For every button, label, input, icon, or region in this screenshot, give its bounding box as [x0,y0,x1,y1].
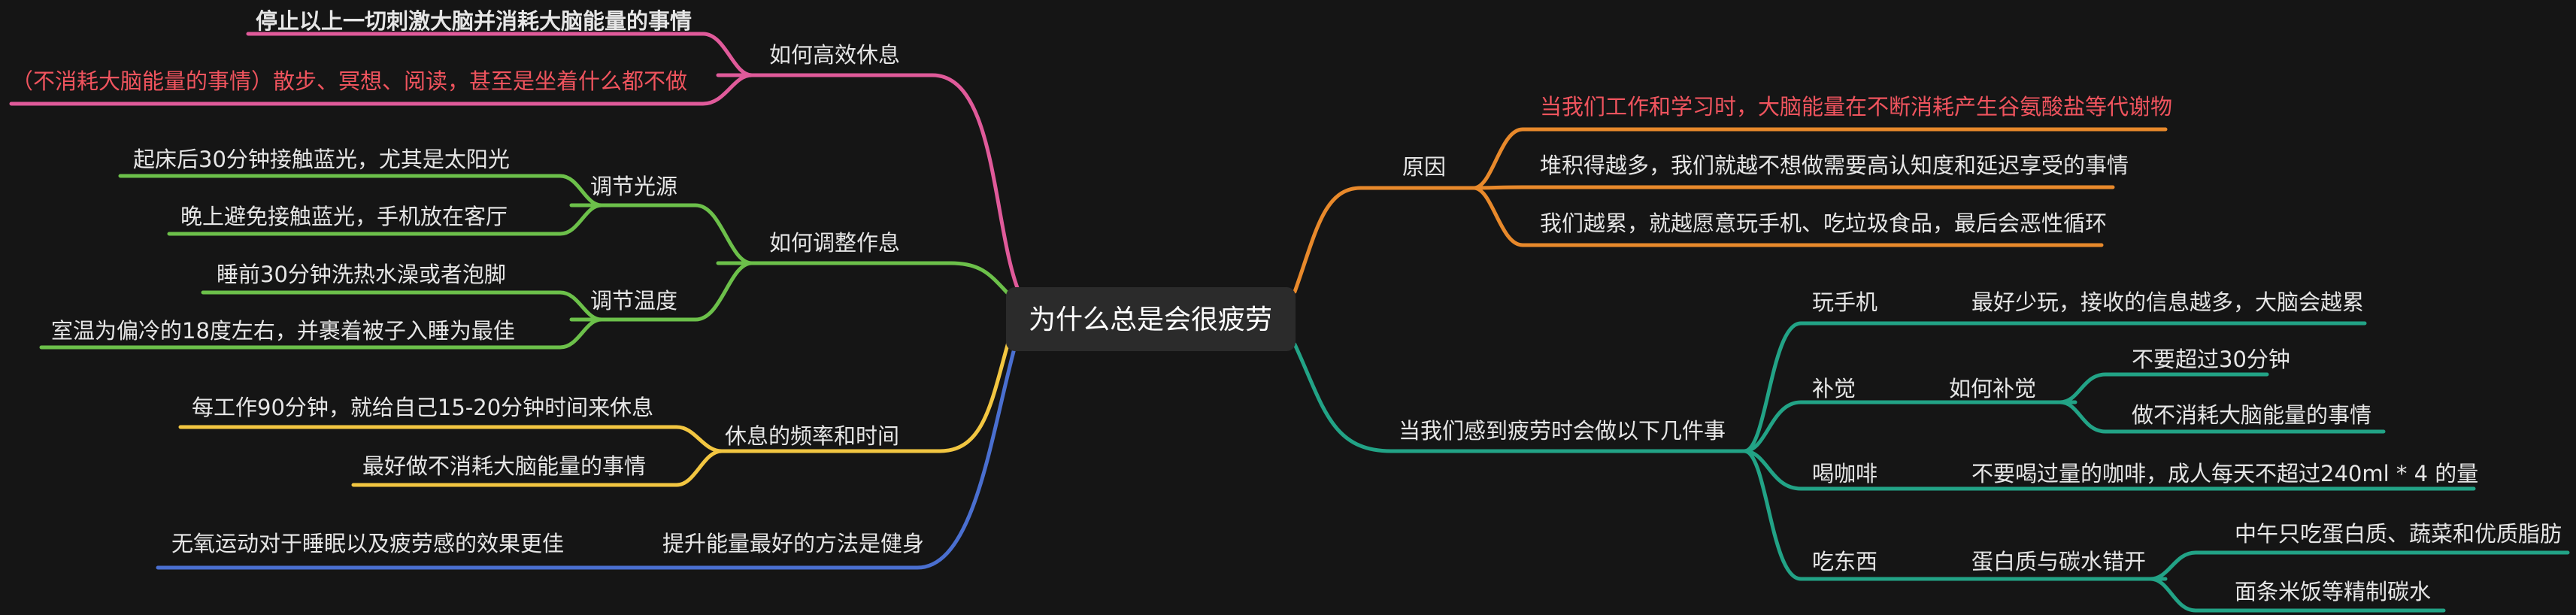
frequency-item-2[interactable]: 最好做不消耗大脑能量的事情 [362,453,646,479]
light-item-1[interactable]: 起床后30分钟接触蓝光，尤其是太阳光 [133,147,510,172]
eat-label[interactable]: 吃东西 [1812,549,1877,574]
branch-cause: 原因 当我们工作和学习时，大脑能量在不断消耗产生谷氨酸盐等代谢物 堆积得越多，我… [1402,94,2172,236]
sleep-sub-label[interactable]: 如何补觉 [1949,376,2036,401]
connector-eat-item-2 [2148,577,2446,613]
connectors-left [9,32,1021,570]
branch-tired-label[interactable]: 当我们感到疲劳时会做以下几件事 [1399,418,1726,444]
connector-light [569,203,754,265]
eat-item-2[interactable]: 面条米饭等精制碳水 [2235,579,2431,604]
sleep-label[interactable]: 补觉 [1812,376,1856,401]
branch-frequency-label[interactable]: 休息的频率和时间 [725,423,899,449]
root-box [1006,287,1296,351]
connector-sleep [1742,400,1897,453]
temp-label[interactable]: 调节温度 [590,288,677,314]
branch-schedule-label[interactable]: 如何调整作息 [769,230,900,256]
sleep-item-2[interactable]: 做不消耗大脑能量的事情 [2132,402,2371,428]
connector-temp-item-2 [39,317,604,350]
connector-frequency [716,323,1016,453]
cause-item-2[interactable]: 堆积得越多，我们就越不想做需要高认知度和延迟享受的事情 [1540,153,2129,178]
connector-light-item-2 [167,203,604,236]
connector-coffee [1742,449,1897,491]
connector-frequency-item-1 [178,425,724,453]
connector-cause-item-1 [1471,127,2168,190]
light-item-2[interactable]: 晚上避免接触蓝光，手机放在客厅 [180,204,508,229]
connector-eat-item-1 [2148,550,2570,581]
connector-light-item-1 [118,174,604,208]
branch-exercise: 提升能量最好的方法是健身 无氧运动对于睡眠以及疲劳感的效果更佳 [171,531,924,556]
eat-item-1[interactable]: 中午只吃蛋白质、蔬菜和优质脂肪 [2235,521,2562,547]
root-node[interactable]: 为什么总是会很疲劳 [1006,287,1296,351]
coffee-label[interactable]: 喝咖啡 [1812,461,1877,486]
connector-cause [1293,186,1476,294]
connector-rest-item-2 [9,73,754,106]
exercise-item[interactable]: 无氧运动对于睡眠以及疲劳感的效果更佳 [171,531,564,556]
branch-exercise-label[interactable]: 提升能量最好的方法是健身 [662,531,924,556]
connector-eat [1742,449,1897,581]
connector-exercise [156,330,1021,570]
sleep-item-1[interactable]: 不要超过30分钟 [2132,347,2290,372]
connector-schedule [716,261,1016,301]
branch-rest-label[interactable]: 如何高效休息 [769,42,900,68]
connectors-right [1293,127,2570,613]
connector-sleep-item-1 [2058,372,2269,404]
frequency-item-1[interactable]: 每工作90分钟，就给自己15-20分钟时间来休息 [192,395,653,420]
connector-sleep-item-2 [2058,400,2386,434]
branch-tired: 当我们感到疲劳时会做以下几件事 玩手机 最好少玩，接收的信息越多，大脑会越累 补… [1399,289,2562,604]
connector-tired [1293,342,1747,453]
branch-cause-label[interactable]: 原因 [1402,154,1446,180]
connector-cause-item-3 [1471,186,2104,247]
connector-rest-item-1 [246,32,754,77]
root-title: 为什么总是会很疲劳 [1029,304,1272,335]
rest-item-2[interactable]: （不消耗大脑能量的事情）散步、冥想、阅读，甚至是坐着什么都不做 [11,68,687,94]
connector-frequency-item-2 [351,449,724,487]
temp-item-2[interactable]: 室温为偏冷的18度左右，并裹着被子入睡为最佳 [51,318,515,344]
light-label[interactable]: 调节光源 [590,174,677,199]
connector-rest [716,73,1021,294]
cause-item-1[interactable]: 当我们工作和学习时，大脑能量在不断消耗产生谷氨酸盐等代谢物 [1540,94,2172,120]
coffee-detail[interactable]: 不要喝过量的咖啡，成人每天不超过240ml * 4 的量 [1971,461,2478,486]
connector-temp [569,261,754,322]
connector-temp-item-1 [201,290,604,322]
phone-label[interactable]: 玩手机 [1812,289,1877,315]
eat-sub-label[interactable]: 蛋白质与碳水错开 [1971,549,2146,574]
rest-item-1[interactable]: 停止以上一切刺激大脑并消耗大脑能量的事情 [256,8,692,34]
connector-cause-item-2 [1471,185,2115,190]
temp-item-1[interactable]: 睡前30分钟洗热水澡或者泡脚 [217,262,506,287]
phone-detail[interactable]: 最好少玩，接收的信息越多，大脑会越累 [1971,289,2364,315]
branch-frequency: 休息的频率和时间 每工作90分钟，就给自己15-20分钟时间来休息 最好做不消耗… [192,395,899,479]
cause-item-3[interactable]: 我们越累，就越愿意玩手机、吃垃圾食品，最后会恶性循环 [1540,211,2107,236]
branch-rest: 如何高效休息 停止以上一切刺激大脑并消耗大脑能量的事情 （不消耗大脑能量的事情）… [11,8,900,94]
branch-schedule: 如何调整作息 调节光源 起床后30分钟接触蓝光，尤其是太阳光 晚上避免接触蓝光，… [51,147,900,344]
connector-phone [1742,321,1897,453]
